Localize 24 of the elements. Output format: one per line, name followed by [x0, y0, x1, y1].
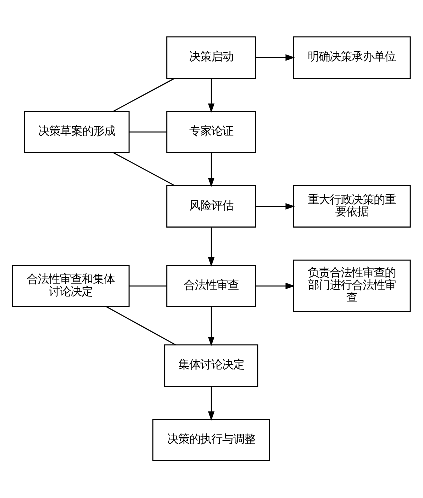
node-box: 决策启动 — [166, 36, 256, 79]
connector — [114, 78, 176, 112]
arrow — [256, 54, 296, 62]
connector — [106, 306, 176, 346]
connector — [129, 132, 167, 133]
connector — [129, 286, 167, 287]
node-box: 决策的执行与调整 — [152, 419, 270, 462]
arrow — [208, 153, 215, 188]
arrow — [208, 228, 215, 267]
node-box: 风险评估 — [166, 185, 256, 228]
arrow — [208, 386, 215, 421]
node-box: 集体讨论决定 — [164, 344, 259, 387]
arrow — [208, 307, 215, 346]
node-box: 明确决策承办单位 — [293, 36, 411, 79]
node-box: 专家论证 — [166, 111, 256, 154]
arrow — [208, 78, 215, 113]
node-box: 合法性审查 — [166, 265, 256, 308]
arrow — [256, 203, 296, 210]
node-box: 决策草案的形成 — [24, 111, 130, 154]
node-box: 重大行政决策的重要依据 — [293, 185, 411, 228]
connector — [114, 152, 176, 186]
node-box: 合法性审查和集体讨论决定 — [12, 265, 130, 308]
arrow — [256, 282, 296, 290]
node-box: 负责合法性审查的部门进行合法性审查 — [293, 260, 411, 313]
